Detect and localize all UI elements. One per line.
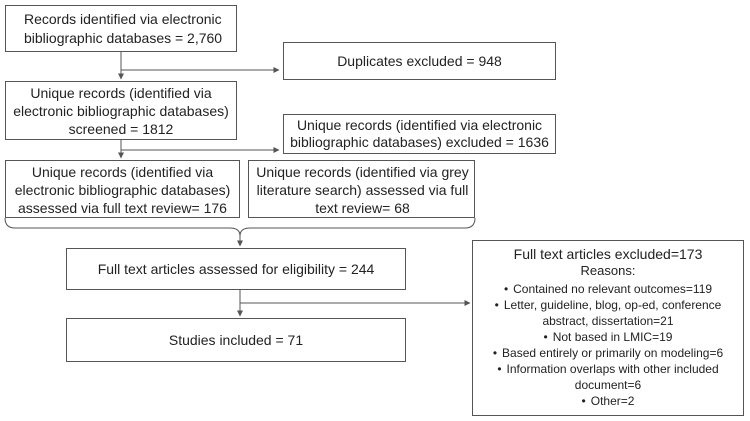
excluded-reason-text: Information overlaps with other included… [506,362,719,392]
unique-excluded-text: Unique records (identified via electroni… [290,117,549,150]
excluded-reason-item: •Other=2 [581,394,635,408]
excluded-reason-text: Not based in LMIC=19 [552,330,673,344]
records-identified-box: Records identified via electronic biblio… [5,5,237,52]
assessed-full-text-db-box: Unique records (identified via electroni… [5,160,240,218]
unique-screened-box: Unique records (identified via electroni… [5,81,237,140]
assessed-full-text-grey-box: Unique records (identified via grey lite… [248,160,475,218]
excluded-reason-item: •Contained no relevant outcomes=119 [503,282,713,296]
duplicates-excluded-box: Duplicates excluded = 948 [283,42,556,80]
excluded-reason-item: •Information overlaps with other include… [497,362,719,392]
excluded-reason-item: •Letter, guideline, blog, op-ed, confere… [494,298,722,328]
excluded-panel-box: Full text articles excluded=173 Reasons:… [472,240,744,416]
duplicates-excluded-text: Duplicates excluded = 948 [337,53,502,69]
excluded-reason-text: Letter, guideline, blog, op-ed, conferen… [503,298,722,328]
merge-brace [4,217,476,237]
unique-excluded-box: Unique records (identified via electroni… [283,114,556,154]
assessed-full-text-grey-text: Unique records (identified via grey lite… [256,164,469,216]
excluded-reason-text: Contained no relevant outcomes=119 [513,282,713,296]
excluded-reason-text: Other=2 [590,394,635,408]
excluded-reason-text: Based entirely or primarily on modeling=… [502,346,724,360]
excluded-reason-item: •Not based in LMIC=19 [543,330,673,344]
excluded-panel-title: Full text articles excluded=173 [513,246,703,262]
excluded-reason-item: •Based entirely or primarily on modeling… [492,346,724,360]
records-identified-text: Records identified via electronic biblio… [24,11,223,46]
excluded-reasons-label: Reasons: [580,263,636,278]
studies-included-text: Studies included = 71 [168,332,304,348]
assessed-eligibility-box: Full text articles assessed for eligibil… [66,248,406,290]
assessed-eligibility-text: Full text articles assessed for eligibil… [97,261,375,277]
excluded-reasons-list: •Contained no relevant outcomes=119 •Let… [479,281,737,409]
studies-included-box: Studies included = 71 [66,318,406,362]
assessed-full-text-db-text: Unique records (identified via electroni… [14,164,231,216]
unique-screened-text: Unique records (identified via electroni… [13,85,229,137]
